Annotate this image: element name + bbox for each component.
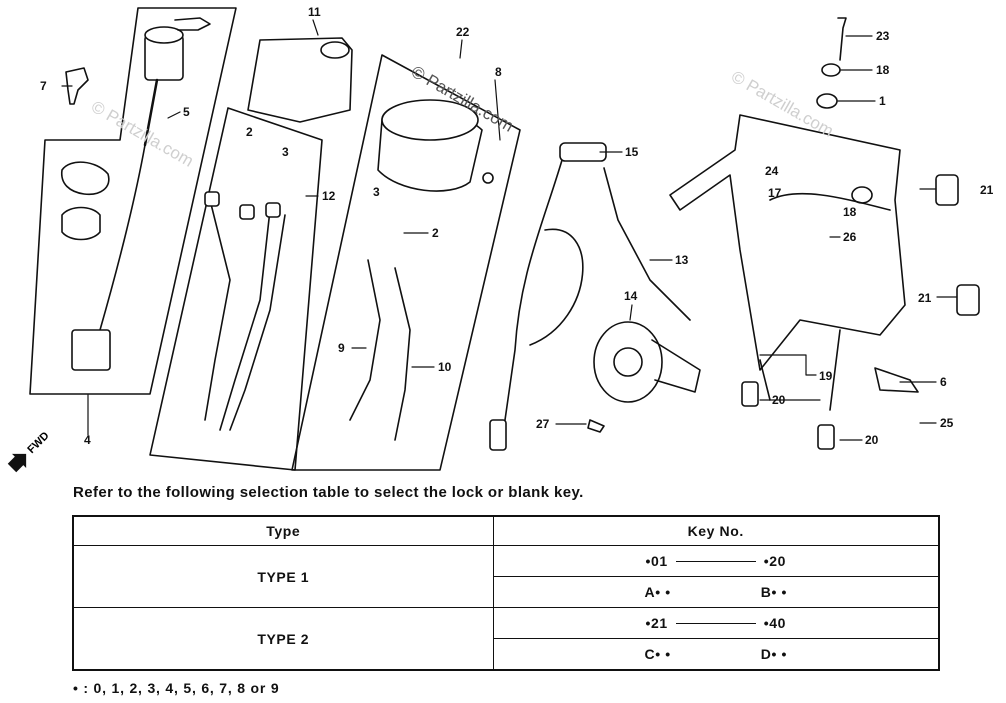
speedometer-cable (489, 142, 607, 451)
table-row: TYPE 2 •21 •40 (72, 607, 940, 671)
ignition-switch (71, 17, 211, 371)
svg-text:18: 18 (876, 63, 890, 77)
svg-text:8: 8 (495, 65, 502, 79)
indicator-light-wires (349, 259, 411, 441)
clamp-6 (874, 367, 919, 393)
range-dash (675, 560, 756, 562)
svg-text:2: 2 (246, 125, 253, 139)
svg-text:2: 2 (432, 226, 439, 240)
svg-text:1: 1 (879, 94, 886, 108)
range-dash (675, 622, 756, 624)
blank-key-cell: A• • B• • (492, 576, 940, 608)
speedometer-group-frame (291, 54, 521, 471)
svg-text:21: 21 (918, 291, 932, 305)
grommet-1 (816, 93, 838, 109)
table-header-row: Type Key No. (72, 515, 940, 546)
svg-text:19: 19 (819, 369, 833, 383)
svg-text:5: 5 (183, 105, 190, 119)
svg-text:18: 18 (843, 205, 857, 219)
blank-key-b: B• • (760, 584, 787, 600)
key-range-cell: •01 •20 (492, 545, 940, 577)
svg-text:22: 22 (456, 25, 470, 39)
type-cell: TYPE 2 (72, 607, 494, 671)
svg-text:6: 6 (940, 375, 947, 389)
grommet-21-upper (935, 174, 959, 206)
blank-key-c: C• • (644, 646, 671, 662)
table-row: C• • D• • (73, 638, 940, 671)
callout-labels: 7 5 4 2 3 12 11 22 8 3 2 9 10 15 13 14 2… (40, 5, 994, 447)
svg-text:20: 20 (865, 433, 879, 447)
blank-key-a: A• • (644, 584, 671, 600)
blank-key-d: D• • (760, 646, 787, 662)
key-range-end: •40 (763, 615, 787, 631)
svg-text:26: 26 (843, 230, 857, 244)
svg-text:4: 4 (84, 433, 91, 447)
key-range-end: •20 (763, 553, 787, 569)
svg-text:24: 24 (765, 164, 779, 178)
meter-wire-harness (204, 191, 286, 431)
svg-text:9: 9 (338, 341, 345, 355)
svg-text:27: 27 (536, 417, 550, 431)
table-row: TYPE 1 •01 •20 (72, 545, 940, 608)
blank-key-cell: C• • D• • (492, 638, 940, 671)
svg-text:7: 7 (40, 79, 47, 93)
collar-20-lower (817, 424, 835, 450)
key-selection-table: Type Key No. TYPE 1 •01 •20 A• • B• • TY… (72, 515, 940, 671)
svg-text:3: 3 (282, 145, 289, 159)
switch-cover-part (60, 161, 110, 196)
header-type: Type (72, 515, 494, 546)
parts-diagram: © Partzilla.com © Partzilla.com © Partzi… (7, 5, 994, 473)
bolt-23 (837, 17, 847, 61)
key (65, 67, 89, 105)
svg-text:20: 20 (772, 393, 786, 407)
svg-text:23: 23 (876, 29, 890, 43)
ignition-switch-group-frame (29, 7, 237, 395)
svg-text:25: 25 (940, 416, 954, 430)
key-range-cell: •21 •40 (492, 607, 940, 639)
forward-direction-arrow: FWD (7, 430, 52, 473)
grommet-21-lower (956, 284, 980, 316)
washer-18 (821, 63, 841, 77)
key-range-start: •01 (645, 553, 668, 569)
speedometer (377, 99, 494, 192)
svg-text:FWD: FWD (25, 430, 51, 456)
svg-text:11: 11 (308, 5, 321, 19)
key-selection-instruction: Refer to the following selection table t… (73, 484, 584, 501)
svg-text:10: 10 (438, 360, 452, 374)
screw-27 (587, 419, 605, 433)
horn (593, 167, 701, 403)
svg-text:21: 21 (980, 183, 994, 197)
collar-20-upper (741, 381, 759, 407)
svg-text:12: 12 (322, 189, 336, 203)
header-key-no: Key No. (492, 515, 940, 546)
leader-lines (61, 19, 958, 441)
meter-case (247, 37, 353, 123)
svg-text:13: 13 (675, 253, 689, 267)
svg-text:15: 15 (625, 145, 639, 159)
instrument-bracket (669, 114, 906, 411)
svg-text:17: 17 (768, 186, 782, 200)
digit-footnote: • : 0, 1, 2, 3, 4, 5, 6, 7, 8 or 9 (73, 680, 280, 696)
type-cell: TYPE 1 (72, 545, 494, 608)
svg-text:3: 3 (373, 185, 380, 199)
key-range-start: •21 (645, 615, 668, 631)
svg-text:14: 14 (624, 289, 638, 303)
switch-grommet-part (61, 206, 101, 241)
